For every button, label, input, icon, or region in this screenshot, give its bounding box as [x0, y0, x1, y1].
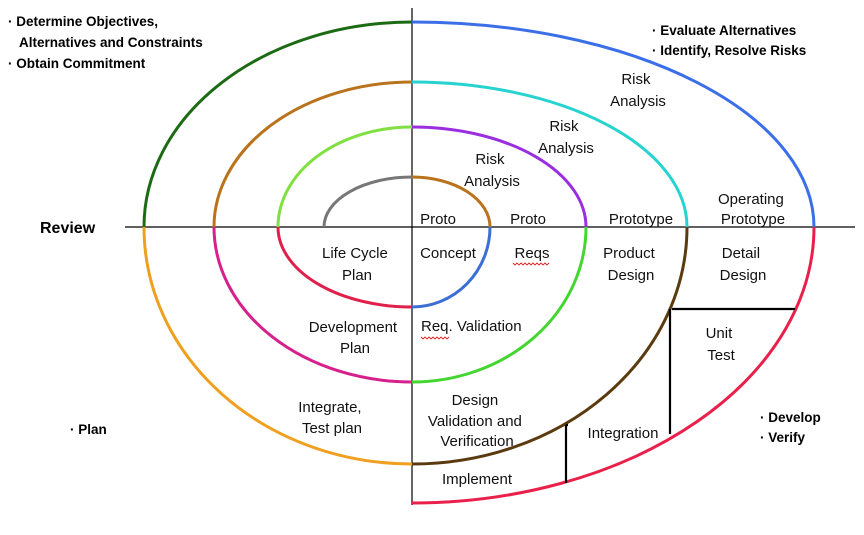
ring3-top-right-arc [411, 80, 689, 228]
ring2-top-left-arc [276, 125, 413, 228]
operating-prototype-label: Operating Prototype [718, 191, 788, 228]
ring2-bottom-left-arc [276, 226, 413, 309]
ring4-bottom-left-arc [142, 226, 413, 466]
risk-analysis-outer-label: Risk Analysis [610, 71, 666, 110]
ring1-top-right-arc [411, 175, 492, 228]
req-validation-spellcheck-underline [420, 336, 450, 340]
life-cycle-plan-label: Life Cycle Plan [322, 245, 392, 284]
quadrant-top-right-heading: · Evaluate Alternatives · Identify, Reso… [652, 23, 806, 58]
reqs-label: Reqs [514, 245, 549, 262]
integrate-test-plan-label: Integrate, Test plan [298, 399, 366, 437]
detail-design-label: Detail Design [720, 245, 767, 284]
implement-label: Implement [442, 471, 513, 488]
reqs-spellcheck-underline [512, 262, 550, 266]
ring2-top-right-arc [411, 125, 588, 228]
integration-label: Integration [588, 425, 659, 442]
proto-1-label: Proto [420, 211, 456, 228]
quadrant-bottom-right-heading: · Develop · Verify [760, 410, 825, 445]
unit-test-label: Unit Test [706, 325, 737, 364]
proto-2-label: Proto [510, 211, 546, 228]
ring1-bottom-right-arc [411, 226, 492, 309]
quadrant-bottom-left-heading: · Plan [70, 422, 107, 437]
req-validation-label: Req. Validation [421, 318, 522, 335]
ring4-top-right-arc [411, 20, 816, 228]
concept-label: Concept [420, 245, 477, 262]
prototype-label: Prototype [609, 211, 673, 228]
ring3-bottom-left-arc [212, 226, 413, 384]
ring4-bottom-right-arc [411, 226, 816, 505]
review-label: Review [40, 220, 96, 237]
product-design-label: Product Design [603, 245, 659, 284]
quadrant-top-left-heading: · Determine Objectives, Alternatives and… [8, 14, 207, 71]
risk-analysis-inner-label: Risk Analysis [464, 151, 520, 190]
ring2-bottom-right-arc [411, 226, 588, 384]
ring1-top-left-arc [322, 175, 413, 228]
design-validation-label: Design Validation and Verification [428, 392, 526, 450]
risk-analysis-middle-label: Risk Analysis [538, 118, 594, 157]
ring4-top-left-arc [142, 20, 413, 228]
ring3-top-left-arc [212, 80, 413, 228]
ring3-bottom-right-arc [411, 226, 689, 466]
development-plan-label: Development Plan [309, 319, 402, 357]
